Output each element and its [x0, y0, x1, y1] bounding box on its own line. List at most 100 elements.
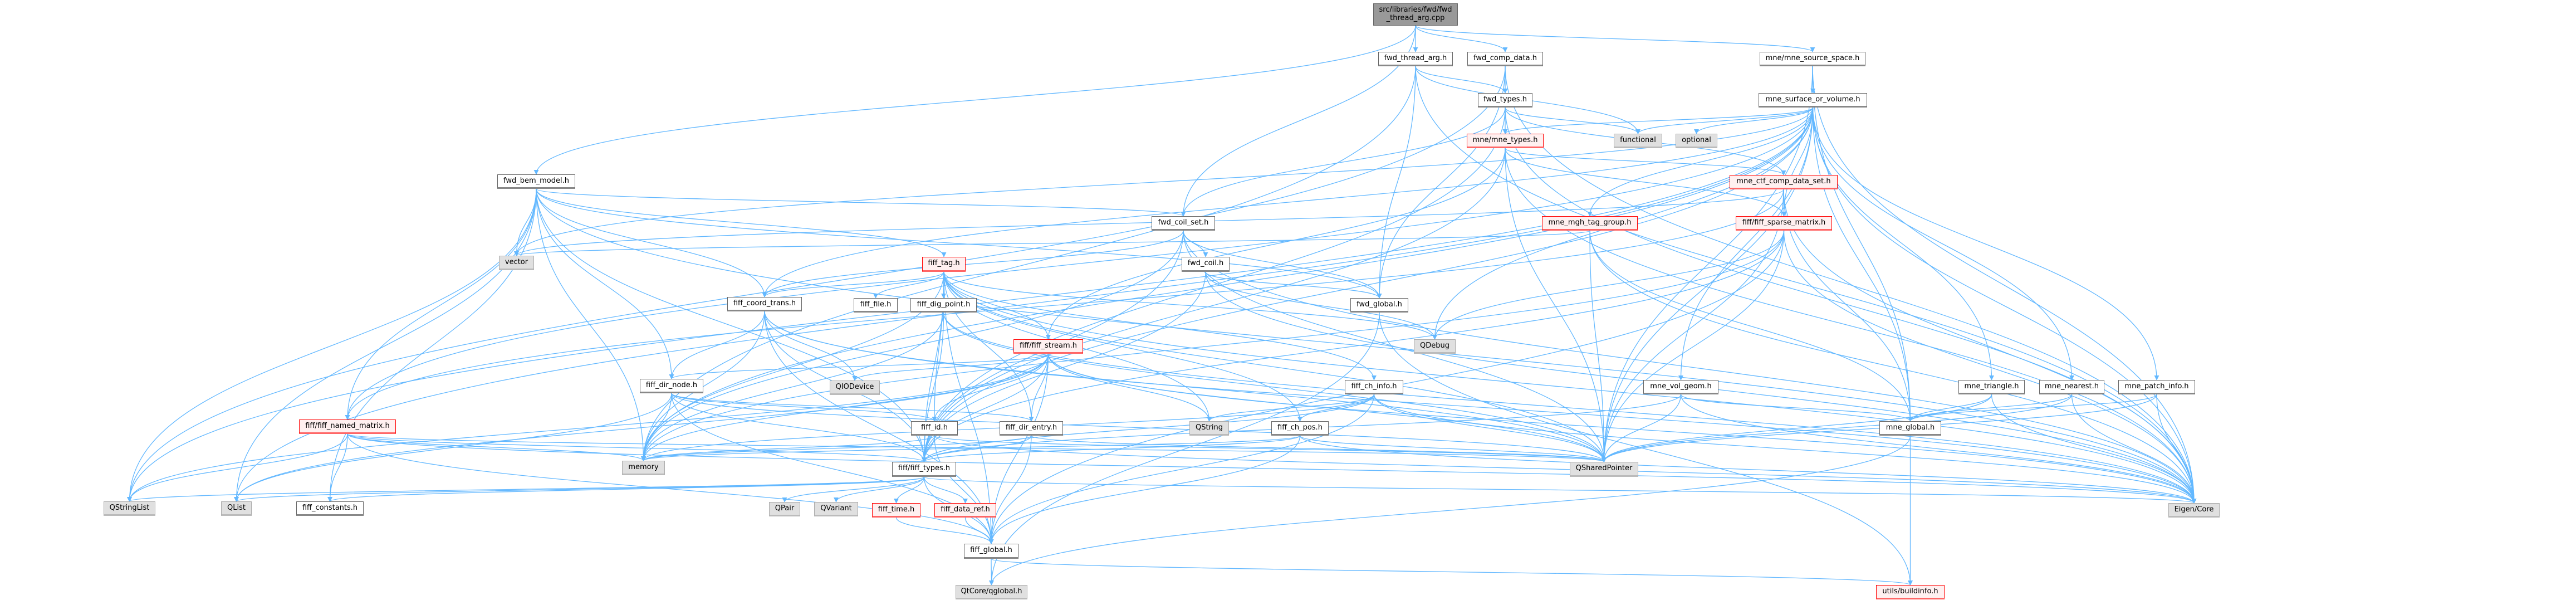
edge-fiff-stream-to-fiff-dir-node: [669, 353, 1049, 379]
edge-fwd-bem-model-to-fiff-types: [536, 188, 927, 462]
node-fwd-bem-model[interactable]: fwd_bem_model.h: [497, 174, 575, 189]
edge-mne-surface-or-volume-to-fiff-coord-trans: [762, 107, 1814, 297]
node-fwd-comp-data[interactable]: fwd_comp_data.h: [1467, 52, 1543, 66]
edge-fiff-id-to-memory: [641, 435, 935, 461]
node-mne-source-space[interactable]: mne/mne_source_space.h: [1760, 52, 1865, 66]
edge-fiff-dir-node-to-QSharedPointer: [671, 393, 1607, 462]
node-fiff-dir-entry[interactable]: fiff_dir_entry.h: [1000, 421, 1063, 436]
edge-mne-ctf-comp-data-set-to-vector: [514, 189, 1784, 256]
edge-fwd-coil-to-fwd-global: [1205, 271, 1382, 299]
edge-fiff-dir-node-to-fiff-dir-entry: [671, 393, 1034, 422]
edge-fiff-data-ref-to-fiff-global: [964, 517, 994, 544]
node-fiff-constants[interactable]: fiff_constants.h: [296, 501, 364, 516]
edge-fiff-dir-node-to-memory: [640, 393, 672, 461]
edge-mne-source-space-to-mne-global: [1812, 66, 1913, 422]
edge-mne-surface-or-volume-to-mne-vol-geom: [1678, 107, 1814, 381]
edge-mne-surface-or-volume-to-mne-types: [1502, 107, 1814, 134]
edge-fiff-ch-info-to-fiff-ch-pos: [1297, 394, 1375, 422]
edge-root-to-mne-source-space: [1415, 25, 1815, 52]
edge-mne-surface-or-volume-to-optional: [1694, 107, 1814, 134]
node-fiff-ch-info[interactable]: fiff_ch_info.h: [1345, 380, 1403, 394]
edge-mne-types-to-QSharedPointer: [1505, 148, 1607, 462]
edge-root-to-fwd-comp-data: [1415, 25, 1508, 52]
edge-fiff-ch-pos-to-Eigen-Core: [1299, 435, 2197, 504]
node-functional: functional: [1614, 134, 1662, 148]
node-mne-triangle[interactable]: mne_triangle.h: [1958, 380, 2025, 394]
edge-fiff-types-to-fiff-constants: [327, 476, 925, 502]
node-mne-ctf-comp-data-set[interactable]: mne_ctf_comp_data_set.h: [1730, 175, 1838, 189]
node-fiff-id[interactable]: fiff_id.h: [911, 421, 958, 436]
node-fiff-named-matrix[interactable]: fiff/fiff_named_matrix.h: [299, 419, 396, 434]
node-QString: QString: [1189, 421, 1229, 436]
edge-mne-global-to-QtCore-qglobal: [989, 435, 1911, 586]
node-fiff-time[interactable]: fiff_time.h: [872, 503, 920, 518]
edge-fiff-tag-to-QDebug: [943, 271, 1437, 340]
edge-mne-surface-or-volume-to-mne-triangle: [1812, 107, 1995, 381]
node-mne-surface-or-volume[interactable]: mne_surface_or_volume.h: [1759, 93, 1867, 108]
edge-fiff-ch-info-to-Eigen-Core: [1373, 394, 2197, 504]
node-fiff-global[interactable]: fiff_global.h: [964, 544, 1018, 559]
edge-fiff-dir-entry-to-fiff-global: [988, 435, 1032, 544]
node-fiff-dig-point[interactable]: fiff_dig_point.h: [910, 298, 977, 313]
edge-mne-surface-or-volume-to-mne-mgh-tag-group: [1587, 107, 1814, 217]
node-mne-vol-geom[interactable]: mne_vol_geom.h: [1643, 380, 1718, 394]
node-fiff-dir-node[interactable]: fiff_dir_node.h: [640, 379, 703, 393]
edge-fwd-comp-data-to-Eigen-Core: [1505, 66, 2197, 504]
edge-fiff-ch-pos-to-QSharedPointer: [1299, 435, 1607, 462]
node-mne-nearest[interactable]: mne_nearest.h: [2039, 380, 2104, 394]
node-fwd-global[interactable]: fwd_global.h: [1350, 298, 1408, 313]
edge-fiff-named-matrix-to-fiff-global: [347, 433, 994, 544]
edge-fiff-named-matrix-to-QStringList: [127, 433, 348, 502]
edge-fwd-bem-model-to-QStringList: [126, 188, 537, 502]
edge-fiff-coord-trans-to-fiff-dir-node: [669, 311, 765, 379]
edge-fwd-bem-model-to-Eigen-Core: [536, 188, 2197, 504]
node-mne-patch-info[interactable]: mne_patch_info.h: [2118, 380, 2195, 394]
node-mne-mgh-tag-group[interactable]: mne_mgh_tag_group.h: [1542, 216, 1638, 231]
node-fiff-data-ref[interactable]: fiff_data_ref.h: [934, 503, 996, 518]
edge-fiff-id-to-fiff-global: [934, 435, 994, 544]
edge-mne-patch-info-to-mne-global: [1908, 394, 2157, 422]
edge-mne-ctf-comp-data-set-to-Eigen-Core: [1783, 189, 2197, 504]
edge-mne-vol-geom-to-mne-global: [1680, 394, 1913, 422]
edge-fiff-global-to-utils-buildinfo: [991, 558, 1913, 586]
node-fiff-types[interactable]: fiff/fiff_types.h: [892, 462, 956, 477]
edge-fiff-sparse-matrix-to-memory: [641, 230, 1785, 461]
node-fiff-coord-trans[interactable]: fiff_coord_trans.h: [727, 297, 802, 311]
edge-fiff-dig-point-to-memory: [640, 312, 944, 461]
node-fwd-coil[interactable]: fwd_coil.h: [1182, 257, 1230, 272]
edge-mne-surface-or-volume-to-functional: [1635, 107, 1814, 134]
edge-fwd-coil-set-to-Eigen-Core: [1183, 230, 2197, 504]
node-fwd-types[interactable]: fwd_types.h: [1478, 93, 1532, 108]
edge-fiff-dir-node-to-fiff-id: [671, 393, 937, 422]
node-fwd-thread-arg[interactable]: fwd_thread_arg.h: [1378, 52, 1453, 66]
edge-fiff-coord-trans-to-Eigen-Core: [764, 311, 2197, 504]
node-fiff-tag[interactable]: fiff_tag.h: [922, 257, 966, 272]
edge-fwd-comp-data-to-QStringList: [127, 66, 1506, 502]
edge-fiff-tag-to-fiff-id: [932, 271, 944, 422]
node-fwd-coil-set[interactable]: fwd_coil_set.h: [1152, 216, 1215, 231]
node-QVariant: QVariant: [814, 502, 858, 516]
edge-fiff-tag-to-fiff-stream: [943, 271, 1051, 340]
edge-fiff-types-to-fiff-time: [893, 476, 925, 504]
node-fiff-stream[interactable]: fiff/fiff_stream.h: [1013, 339, 1083, 354]
node-utils-buildinfo[interactable]: utils/buildinfo.h: [1876, 585, 1945, 599]
edge-fwd-thread-arg-to-fwd-global: [1377, 66, 1416, 299]
node-QSharedPointer: QSharedPointer: [1570, 462, 1638, 477]
node-QDebug: QDebug: [1414, 339, 1456, 354]
node-memory: memory: [622, 461, 665, 475]
edge-fiff-ch-info-to-QSharedPointer: [1373, 394, 1607, 462]
node-fiff-ch-pos[interactable]: fiff_ch_pos.h: [1271, 421, 1329, 436]
node-mne-types[interactable]: mne/mne_types.h: [1467, 134, 1544, 148]
edge-fiff-sparse-matrix-to-fiff-types: [922, 230, 1785, 462]
node-root: src/libraries/fwd/fwd _thread_arg.cpp: [1373, 3, 1458, 26]
edge-fiff-stream-to-Eigen-Core: [1047, 353, 2197, 504]
node-fiff-sparse-matrix[interactable]: fiff/fiff_sparse_matrix.h: [1736, 216, 1832, 231]
node-fiff-file[interactable]: fiff_file.h: [854, 298, 898, 313]
node-mne-global[interactable]: mne_global.h: [1879, 421, 1941, 436]
node-QPair: QPair: [769, 502, 800, 516]
edge-mne-types-to-mne-ctf-comp-data-set: [1505, 148, 1786, 175]
edge-fwd-bem-model-to-memory: [536, 188, 647, 461]
edge-fwd-coil-set-to-fwd-global: [1183, 230, 1382, 299]
edge-fiff-tag-to-fiff-ch-info: [943, 271, 1377, 381]
